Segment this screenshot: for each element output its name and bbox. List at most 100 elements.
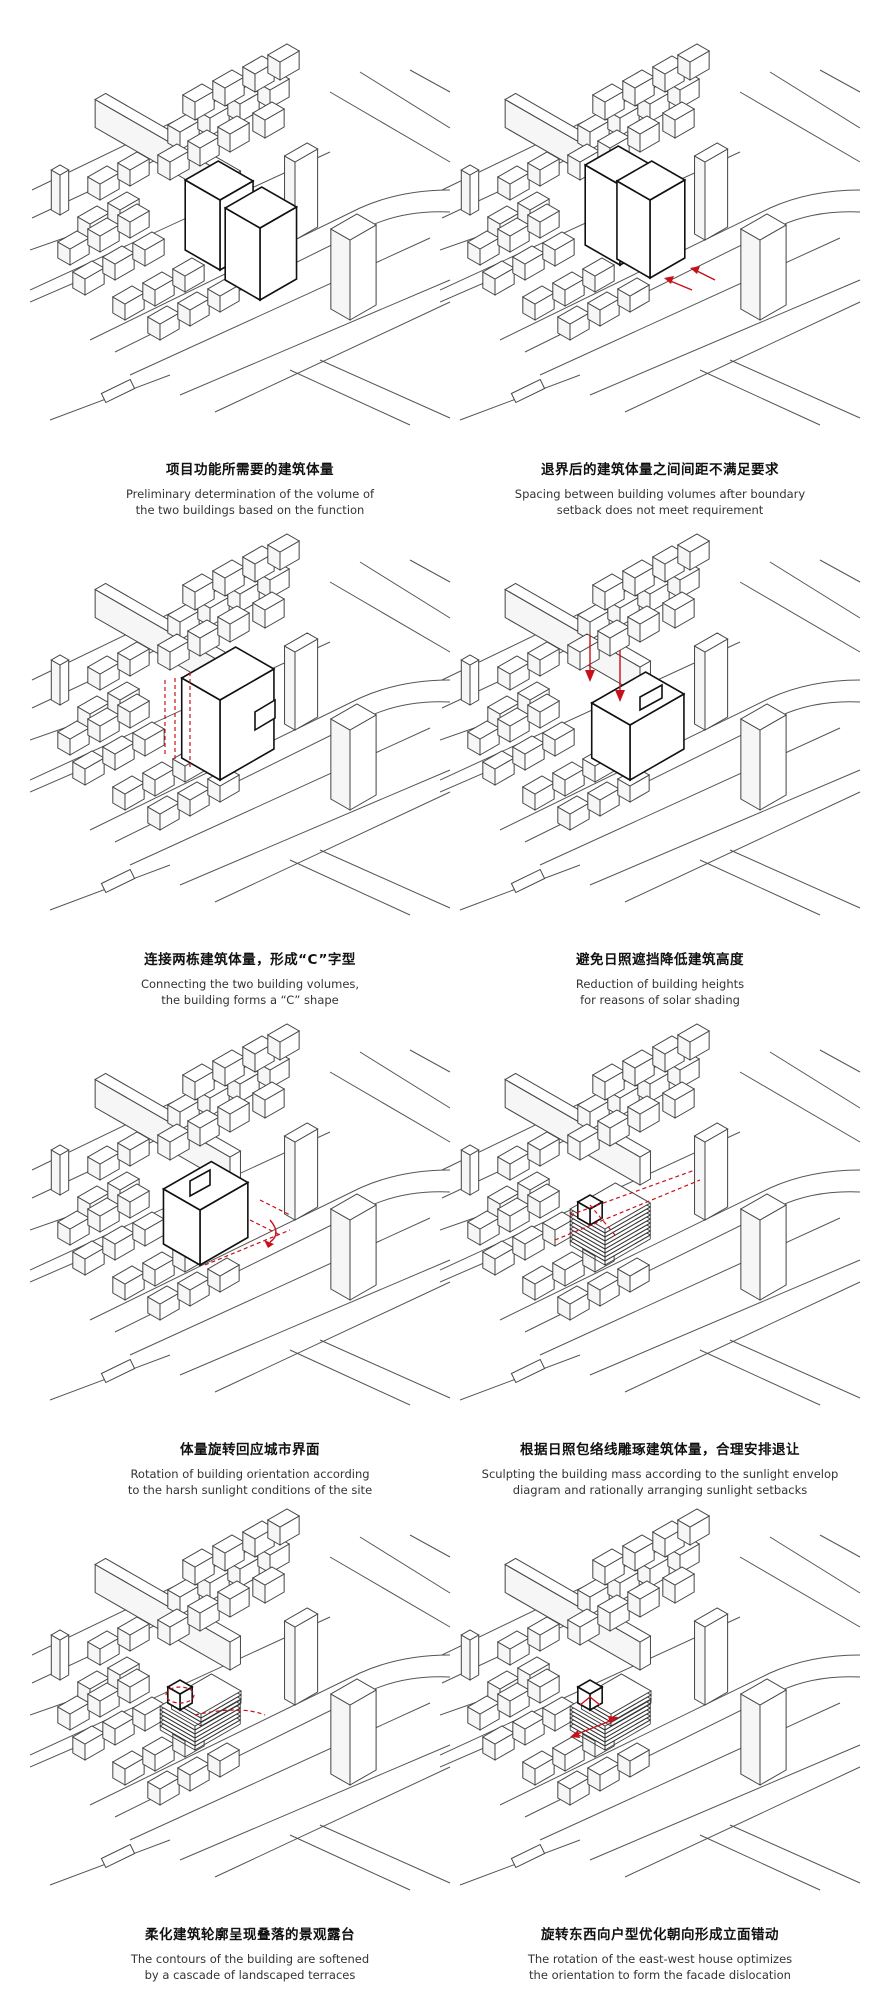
building-roof bbox=[76, 205, 111, 225]
building-roof bbox=[101, 1710, 136, 1730]
context-building bbox=[141, 271, 176, 307]
building-roof bbox=[596, 619, 631, 639]
context-building bbox=[116, 1668, 151, 1704]
building-roof bbox=[156, 1608, 191, 1628]
building-roof bbox=[71, 750, 106, 770]
road-line bbox=[214, 1766, 451, 1878]
context-building bbox=[156, 143, 191, 181]
description-line: diagram and rationally arranging sunligh… bbox=[512, 1483, 808, 1497]
building-roof bbox=[566, 633, 601, 653]
building-roof bbox=[71, 1725, 106, 1745]
road-line bbox=[539, 237, 841, 376]
context-building bbox=[511, 735, 546, 771]
building-face bbox=[50, 659, 61, 706]
context-building bbox=[176, 781, 211, 817]
description-line: by a cascade of landscaped terraces bbox=[144, 1968, 356, 1982]
building-roof bbox=[181, 573, 216, 593]
building-face bbox=[460, 169, 471, 216]
road-line bbox=[769, 561, 861, 619]
building-roof bbox=[486, 1185, 521, 1205]
building-roof bbox=[551, 1251, 586, 1271]
building-roof bbox=[216, 1580, 251, 1600]
parking-lot bbox=[100, 1843, 136, 1869]
building-roof bbox=[676, 1023, 711, 1043]
building-roof bbox=[216, 605, 251, 625]
context-building bbox=[626, 605, 661, 643]
description-line: Connecting the two building volumes, bbox=[140, 977, 360, 991]
context-building bbox=[586, 1756, 621, 1792]
building-roof bbox=[146, 1770, 181, 1790]
context-building bbox=[101, 1225, 136, 1261]
building-roof bbox=[251, 101, 286, 121]
road-line bbox=[729, 1824, 861, 1884]
building-roof bbox=[283, 142, 319, 163]
building-roof bbox=[106, 681, 141, 701]
step-title: 连接两栋建筑体量，形成“C”字型 bbox=[144, 952, 356, 968]
description-line: for reasons of solar shading bbox=[580, 993, 740, 1007]
context-building bbox=[566, 1123, 601, 1161]
context-building bbox=[526, 641, 561, 677]
building-roof bbox=[496, 1145, 531, 1165]
project-building bbox=[161, 1160, 291, 1267]
building-roof bbox=[211, 1534, 246, 1554]
building-roof bbox=[283, 1607, 319, 1628]
context-building bbox=[511, 1225, 546, 1261]
massing-diagram bbox=[440, 533, 861, 916]
building-roof bbox=[176, 291, 211, 311]
building-roof bbox=[511, 1710, 546, 1730]
building-roof bbox=[106, 191, 141, 211]
road-line bbox=[699, 369, 821, 426]
road-line bbox=[319, 359, 451, 419]
context-building bbox=[101, 1710, 136, 1746]
road-line bbox=[729, 359, 861, 419]
context-building bbox=[481, 1240, 516, 1276]
context-building bbox=[626, 115, 661, 153]
context-building bbox=[211, 1049, 246, 1087]
building-roof bbox=[176, 1271, 211, 1291]
road-line bbox=[359, 561, 451, 619]
building-roof bbox=[50, 164, 70, 176]
building-roof bbox=[693, 632, 729, 653]
building-roof bbox=[626, 1580, 661, 1600]
building-roof bbox=[541, 721, 576, 741]
building-roof bbox=[556, 1285, 591, 1305]
building-roof bbox=[50, 654, 70, 666]
massing-diagram bbox=[440, 1023, 861, 1406]
description-line: Preliminary determination of the volume … bbox=[125, 487, 375, 501]
building-roof bbox=[516, 1171, 551, 1191]
road-line bbox=[589, 279, 861, 396]
building-roof bbox=[486, 695, 521, 715]
context-building bbox=[651, 545, 686, 583]
road-line bbox=[624, 1766, 861, 1878]
road-line bbox=[329, 1556, 451, 1628]
massing-diagram bbox=[30, 533, 451, 916]
context-building bbox=[141, 1251, 176, 1287]
road-line bbox=[624, 791, 861, 903]
context-building bbox=[466, 1695, 501, 1731]
context-building bbox=[50, 1629, 70, 1681]
building-face bbox=[704, 1128, 729, 1221]
building-roof bbox=[586, 781, 621, 801]
tower-building bbox=[739, 213, 788, 321]
road-line bbox=[89, 1169, 451, 1321]
road-line bbox=[289, 859, 411, 916]
building-roof bbox=[56, 1210, 91, 1230]
road-line bbox=[214, 301, 451, 413]
building-roof bbox=[180, 646, 276, 701]
road-line bbox=[699, 1349, 821, 1406]
road-line bbox=[769, 71, 861, 129]
context-building bbox=[251, 1566, 286, 1604]
context-building bbox=[56, 230, 91, 266]
building-roof bbox=[591, 83, 626, 103]
context-building bbox=[621, 559, 656, 597]
context-building bbox=[541, 721, 576, 757]
building-roof bbox=[511, 245, 546, 265]
building-roof bbox=[626, 1095, 661, 1115]
road-line bbox=[589, 1259, 861, 1376]
arrow-head bbox=[585, 670, 595, 682]
parking-lot bbox=[510, 378, 546, 404]
building-roof bbox=[616, 1742, 651, 1762]
building-roof bbox=[511, 1225, 546, 1245]
building-roof bbox=[626, 115, 661, 135]
context-building bbox=[216, 1580, 251, 1618]
